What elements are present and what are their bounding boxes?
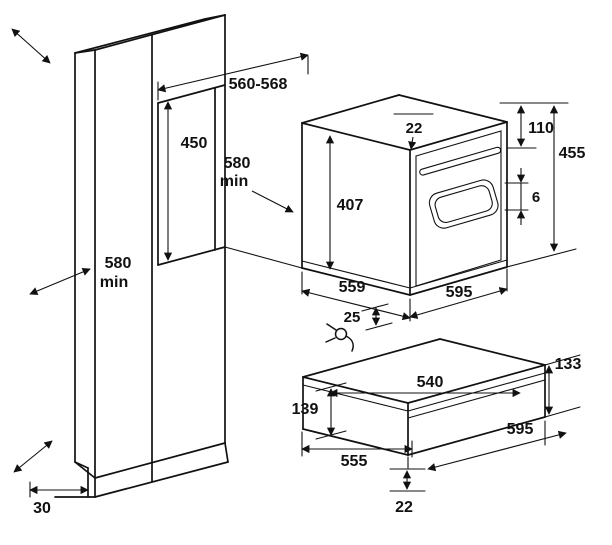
dimension-annotations: 560-568 22 110 455 6 450 580 min 407 580 bbox=[11, 28, 586, 517]
oven-door-window bbox=[428, 179, 499, 229]
dim-cabinet-depth-top-min: min bbox=[220, 173, 248, 190]
plug-icon bbox=[325, 323, 354, 352]
dim-cabinet-depth-top-value: 580 bbox=[224, 155, 251, 172]
dim-drawer-bottom-clearance: 22 bbox=[395, 499, 413, 516]
dim-drawer-width: 595 bbox=[507, 421, 534, 438]
dim-top-offset: 110 bbox=[528, 120, 554, 137]
dim-plinth-recess: 30 bbox=[33, 500, 51, 517]
dim-socket-clearance: 25 bbox=[344, 309, 361, 326]
dim-oven-width: 595 bbox=[446, 284, 473, 301]
dim-drawer-inner-width: 540 bbox=[417, 374, 444, 391]
dim-niche-width: 560-568 bbox=[229, 76, 288, 93]
dim-oven-depth: 559 bbox=[339, 279, 366, 296]
oven-outline bbox=[301, 94, 508, 296]
tall-cabinet-outline bbox=[54, 14, 303, 498]
dim-drawer-height-right: 133 bbox=[555, 356, 582, 373]
dim-niche-height-left: 450 bbox=[181, 135, 208, 152]
dim-niche-height-right: 455 bbox=[559, 145, 586, 162]
dim-drawer-depth: 555 bbox=[341, 453, 368, 470]
oven-door-handle bbox=[419, 146, 502, 176]
dim-oven-top-clearance: 22 bbox=[406, 120, 423, 137]
dim-oven-height: 407 bbox=[337, 197, 364, 214]
dim-bottom-gap: 6 bbox=[532, 189, 540, 206]
dim-cabinet-depth-left-value: 580 bbox=[105, 255, 132, 272]
dim-cabinet-depth-left-min: min bbox=[100, 274, 128, 291]
dim-drawer-height-left: 139 bbox=[292, 401, 319, 418]
